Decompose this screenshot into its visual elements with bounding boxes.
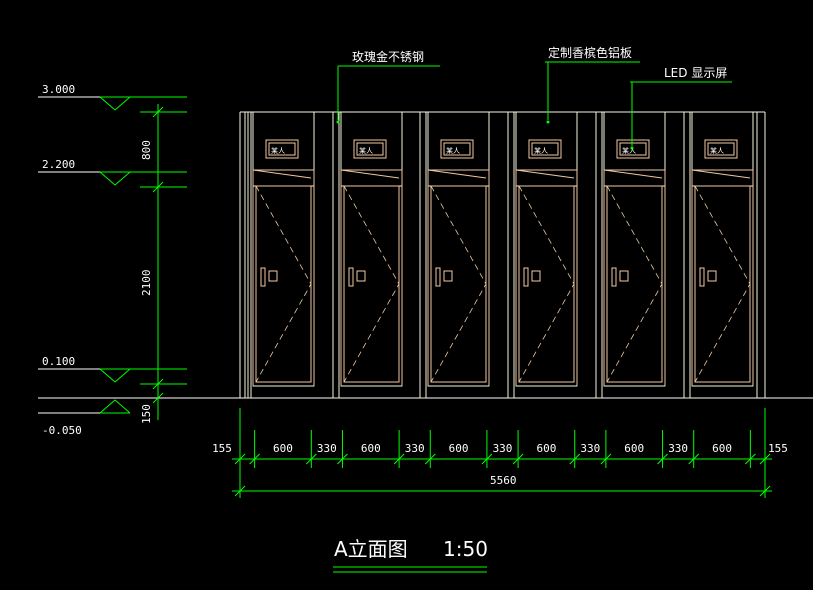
door-swing-lines: [255, 185, 312, 383]
locker-door: [691, 169, 754, 387]
locker-post: [419, 111, 427, 399]
horizontal-dimension-labels: 155 600 330 600 330 600 330 600 330 600 330 600 155: [212, 442, 788, 455]
door-swing-lines: [606, 185, 663, 383]
level-label-0100: 0.100: [42, 355, 75, 368]
locker-2: 某人: [332, 111, 403, 399]
led-screen-text: 某人: [359, 147, 373, 155]
hdim-label: 600: [624, 442, 644, 455]
level-label-2200: 2.200: [42, 158, 75, 171]
hdim-label: 600: [449, 442, 469, 455]
door-swing-lines: [694, 185, 751, 383]
hdim-label: 600: [536, 442, 556, 455]
led-screen-text: 某人: [446, 147, 460, 155]
locker-post: [683, 111, 691, 399]
door-swing-lines: [343, 185, 400, 383]
locker-door-inner: [694, 185, 751, 383]
vdim-2100: 2100: [140, 270, 153, 297]
annotation-frame-material: 玫瑰金不锈钢: [352, 49, 424, 64]
locker-door: [252, 169, 315, 387]
locker-door: [340, 169, 403, 387]
led-screen: [440, 139, 474, 159]
door-swing-lines: [430, 185, 487, 383]
led-screen-inner: [531, 142, 559, 156]
locker-post: [595, 111, 603, 399]
horizontal-dimension-chain: [232, 408, 772, 498]
locker-door-inner: [255, 185, 312, 383]
door-swing-lines: [518, 185, 575, 383]
led-screen: [528, 139, 562, 159]
locker-3: 某人: [419, 111, 490, 399]
lock-icon: [268, 270, 278, 282]
cabinet-outline: [239, 111, 766, 398]
led-screen-inner: [356, 142, 384, 156]
locker-4: 某人: [507, 111, 578, 399]
led-screen: [353, 139, 387, 159]
door-handle: [435, 267, 441, 287]
hdim-label: 600: [712, 442, 732, 455]
hdim-label: 155: [212, 442, 232, 455]
locker-1: 某人: [244, 111, 315, 399]
led-screen-inner: [443, 142, 471, 156]
led-screen-text: 某人: [271, 147, 285, 155]
led-screen-inner: [707, 142, 735, 156]
leader-dot-screen: [630, 146, 634, 150]
lock-icon: [619, 270, 629, 282]
annotation-led-screen: LED 显示屏: [664, 66, 727, 80]
locker-door: [427, 169, 490, 387]
led-screen-inner: [268, 142, 296, 156]
hdim-label: 330: [493, 442, 513, 455]
locker-post: [332, 111, 340, 399]
level-label-neg0050: -0.050: [42, 424, 82, 437]
hdim-label: 600: [361, 442, 381, 455]
vdim-800: 800: [140, 140, 153, 160]
leader-dot-panel: [546, 120, 550, 124]
lock-icon: [707, 270, 717, 282]
locker-door: [603, 169, 666, 387]
led-screen-text: 某人: [622, 147, 636, 155]
locker-post: [507, 111, 515, 399]
locker-door: [515, 169, 578, 387]
led-screen-inner: [619, 142, 647, 156]
locker-door-inner: [430, 185, 487, 383]
level-label-3000: 3.000: [42, 83, 75, 96]
door-handle: [260, 267, 266, 287]
level-markers: [38, 96, 187, 420]
led-screen-text: 某人: [710, 147, 724, 155]
hdim-label: 330: [405, 442, 425, 455]
leader-lines: [337, 61, 732, 146]
door-handle: [348, 267, 354, 287]
lock-icon: [356, 270, 366, 282]
door-handle: [523, 267, 529, 287]
locker-6: 某人: [683, 111, 754, 399]
hdim-label: 155: [768, 442, 788, 455]
door-handle: [699, 267, 705, 287]
total-width-label: 5560: [490, 474, 517, 487]
door-handle: [611, 267, 617, 287]
locker-door-inner: [343, 185, 400, 383]
led-screen-text: 某人: [534, 147, 548, 155]
hdim-label: 330: [668, 442, 688, 455]
hdim-label: 600: [273, 442, 293, 455]
locker-post: [244, 111, 252, 399]
locker-door-inner: [606, 185, 663, 383]
locker-5: 某人: [595, 111, 666, 399]
leader-dot-frame: [336, 120, 340, 124]
annotation-panel-material: 定制香槟色铝板: [548, 45, 632, 60]
drawing-title: A立面图: [334, 537, 408, 561]
led-screen: [616, 139, 650, 159]
vdim-150: 150: [140, 404, 153, 424]
locker-group: 某人 某人 某人 某人 某人 某人: [244, 111, 754, 399]
led-screen: [704, 139, 738, 159]
locker-door-inner: [518, 185, 575, 383]
lock-icon: [531, 270, 541, 282]
led-screen: [265, 139, 299, 159]
drawing-scale: 1:50: [443, 537, 488, 561]
hdim-label: 330: [317, 442, 337, 455]
lock-icon: [443, 270, 453, 282]
hdim-label: 330: [580, 442, 600, 455]
